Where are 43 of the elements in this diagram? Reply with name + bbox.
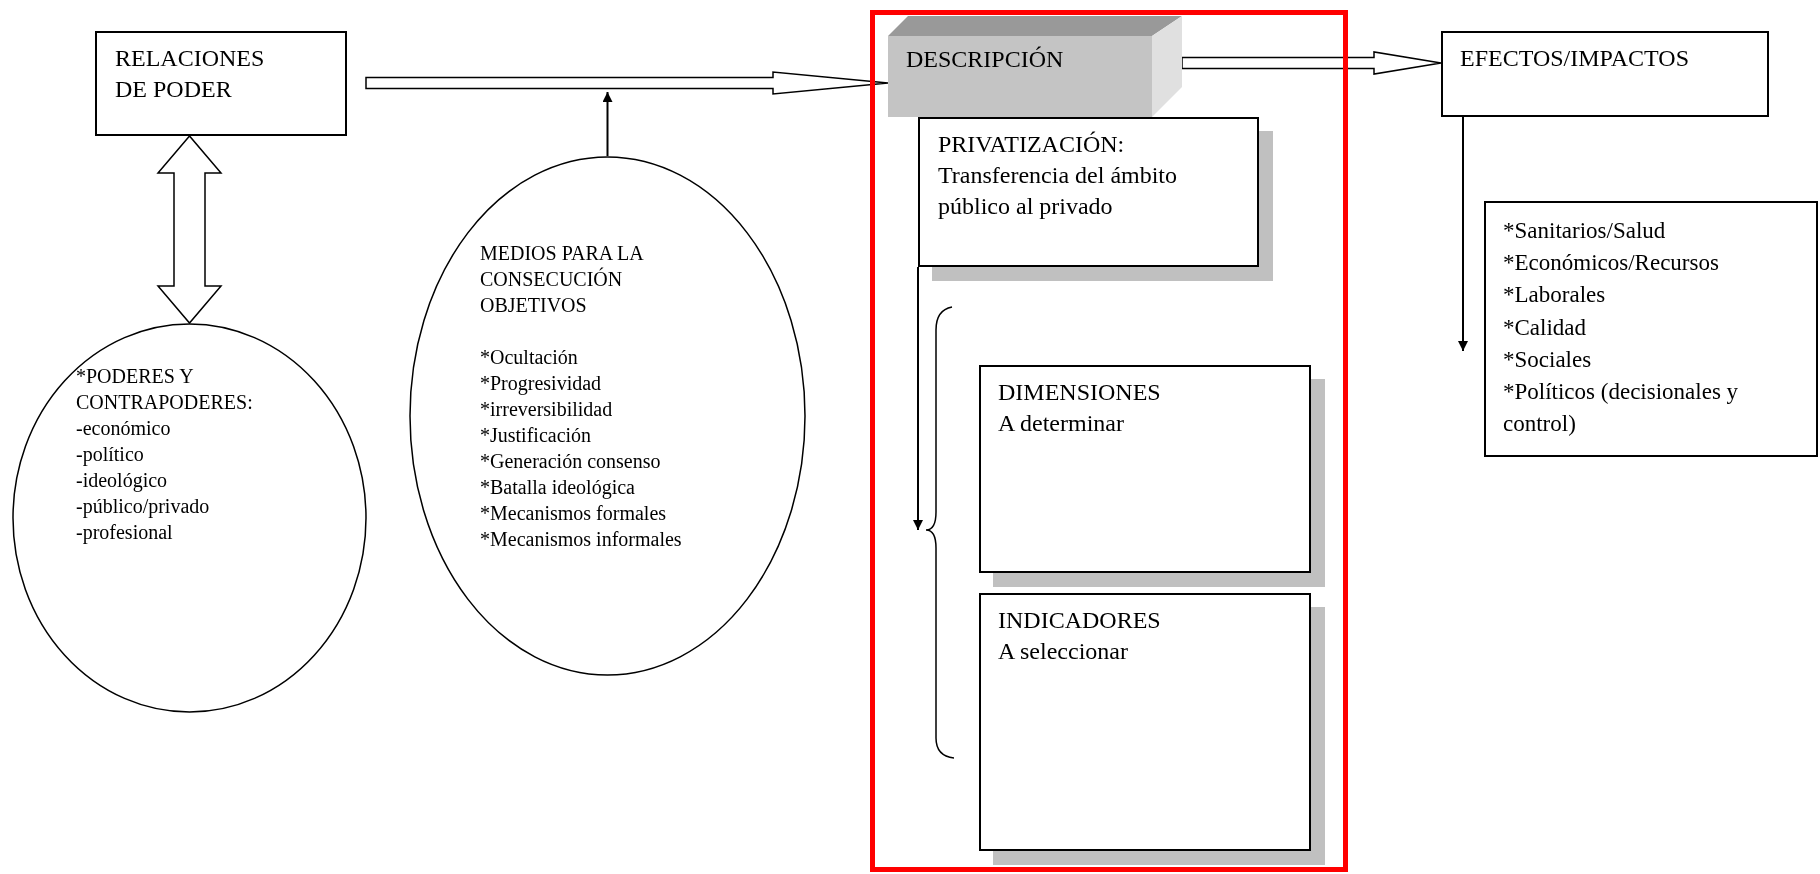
box-text: *Progresividad	[480, 371, 602, 396]
box-heading: RELACIONES DE PODER	[115, 44, 266, 105]
box-text: A determinar	[998, 409, 1124, 439]
box-heading: EFECTOS/IMPACTOS	[1460, 44, 1689, 73]
box-text: -político	[76, 442, 144, 467]
box-text: -profesional	[76, 520, 173, 545]
box-heading: MEDIOS PARA LA CONSECUCIÓN OBJETIVOS	[480, 241, 645, 318]
block-arrow	[365, 71, 889, 95]
box-heading: DESCRIPCIÓN	[906, 45, 1064, 74]
concept-box	[979, 593, 1311, 851]
box-text: *Económicos/Recursos	[1503, 249, 1719, 278]
arrow	[602, 91, 613, 157]
arrow	[913, 266, 923, 531]
concept-box	[918, 117, 1259, 267]
box-text: *Sociales	[1503, 345, 1592, 374]
box-text: *Mecanismos formales	[480, 501, 667, 526]
box-text: *Generación consenso	[480, 449, 661, 474]
box-text: Transferencia del ámbito público al privado	[938, 161, 1179, 222]
concept-box	[979, 365, 1311, 573]
box-text: -público/privado	[76, 494, 210, 519]
box-text: *Batalla ideológica	[480, 475, 635, 500]
highlight-frame	[870, 10, 1348, 872]
arrow	[1458, 116, 1468, 352]
block-arrow	[1181, 51, 1442, 75]
box-text: *Justificación	[480, 423, 592, 448]
box-text: *Políticos (decisionales y control)	[1503, 377, 1740, 439]
box-text: *irreversibilidad	[480, 397, 613, 422]
box-text: A seleccionar	[998, 637, 1128, 667]
box-heading: DIMENSIONES	[998, 378, 1161, 407]
box-heading: PRIVATIZACIÓN:	[938, 130, 1125, 159]
concept-box	[95, 31, 347, 136]
box-text: *Laborales	[1503, 281, 1606, 310]
box-text: *Mecanismos informales	[480, 527, 682, 552]
box-text: -ideológico	[76, 468, 168, 493]
box-text: *Calidad	[1503, 313, 1587, 342]
box-heading: *Sanitarios/Salud	[1503, 217, 1666, 245]
list-box	[1484, 201, 1818, 457]
box-heading: *PODERES Y CONTRAPODERES:	[76, 364, 254, 415]
concept-box	[1441, 31, 1769, 117]
box-text: *Ocultación	[480, 345, 578, 370]
box-heading: INDICADORES	[998, 606, 1161, 635]
double-block-arrow	[156, 134, 223, 325]
box-text: -económico	[76, 416, 171, 441]
